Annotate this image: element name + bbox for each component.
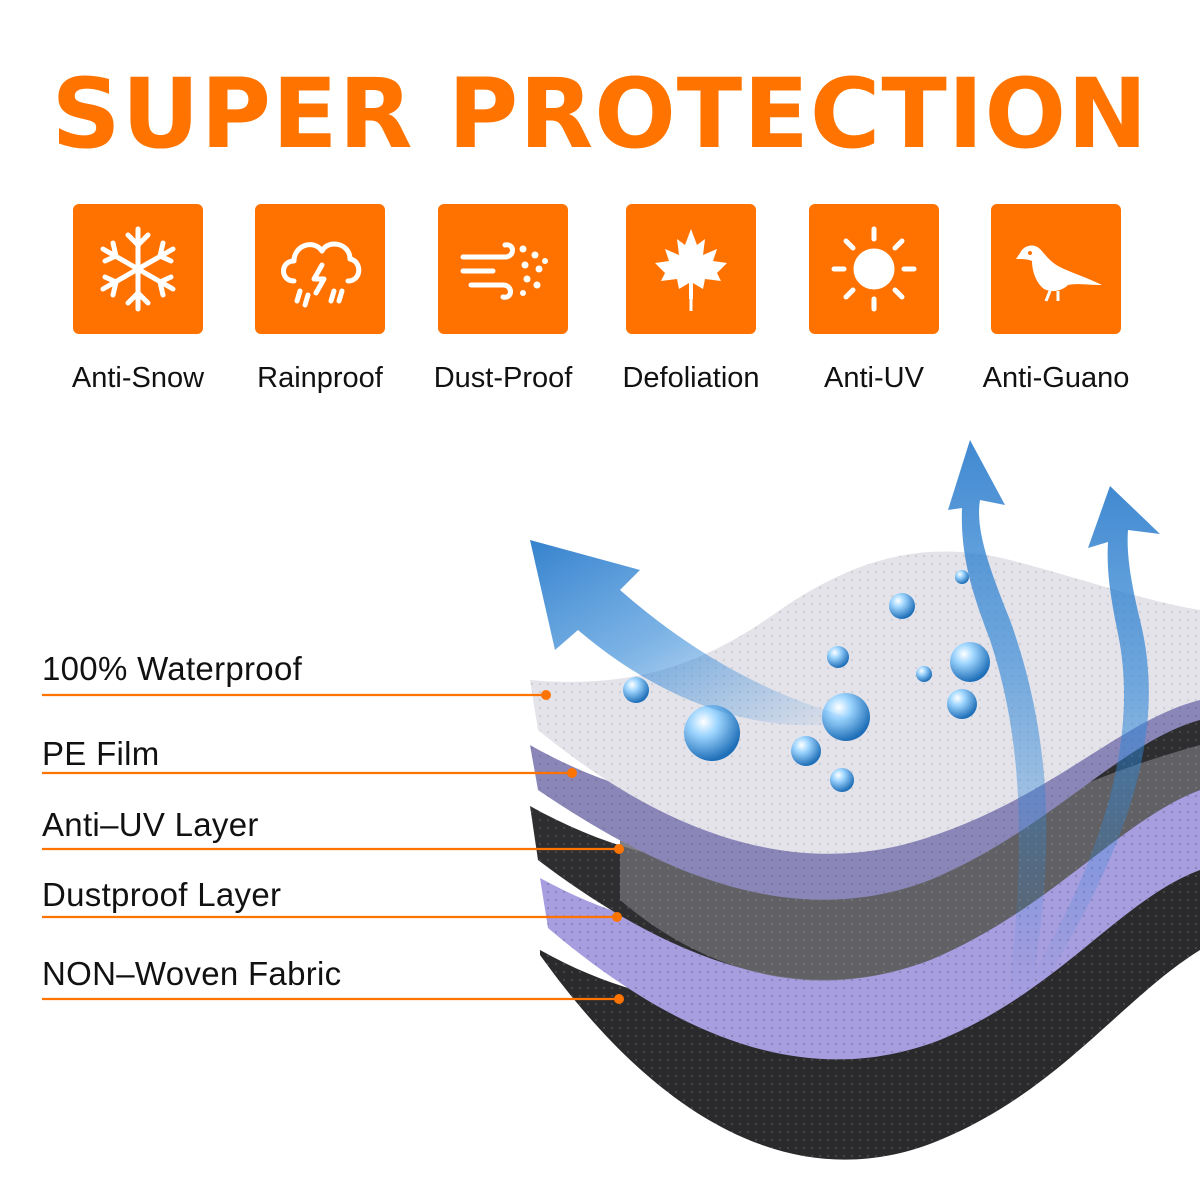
water-droplet [889,593,915,619]
leader-dot [541,690,551,700]
bird-icon [991,204,1121,334]
layer-label-waterproof: 100% Waterproof [42,650,303,687]
arrow-up-left-icon [530,540,860,726]
feature-label: Anti-UV [824,362,924,394]
layer-label-anti-uv: Anti–UV Layer [42,806,259,843]
water-droplet [950,642,990,682]
leader-dot [612,912,622,922]
leader-dot [567,768,577,778]
leader-dot [614,844,624,854]
water-droplet [955,570,969,584]
storm-cloud-icon [255,204,385,334]
feature-label: Anti-Guano [982,362,1130,394]
sun-icon [809,204,939,334]
feature-label: Anti-Snow [71,362,205,394]
arrow-up-icon [948,440,1047,1000]
feature-anti-uv: Anti-UV [784,204,964,395]
feature-label: Dust-Proof [433,362,573,394]
layer-label-pe-film: PE Film [42,735,160,772]
feature-label: Defoliation [622,362,760,394]
snowflake-icon [73,204,203,334]
layered-fabric-illustration [42,440,1200,1160]
airflow-arrows [530,440,1160,1000]
water-droplet [791,736,821,766]
feature-defoliation: Defoliation [601,204,781,395]
leader-lines [42,690,624,1004]
water-droplet [830,768,854,792]
page-title: SUPER PROTECTION [51,58,1149,170]
arrow-up-right-icon [1030,486,1160,990]
water-droplet [947,689,977,719]
feature-label: Rainproof [257,362,383,394]
water-droplet [916,666,932,682]
water-droplet [623,677,649,703]
layer-label-dustproof: Dustproof Layer [42,876,282,913]
feature-anti-guano: Anti-Guano [966,204,1146,395]
water-droplet [684,705,740,761]
feature-dust-proof: Dust-Proof [413,204,593,395]
water-droplets [623,570,990,792]
feature-rainproof: Rainproof [230,204,410,395]
feature-anti-snow: Anti-Snow [48,204,228,395]
layer-label-non-woven: NON–Woven Fabric [42,955,342,992]
layer-pe-film [530,638,1200,900]
wind-dust-icon [438,204,568,334]
leader-dot [614,994,624,1004]
maple-leaf-icon [626,204,756,334]
water-droplet [827,646,849,668]
